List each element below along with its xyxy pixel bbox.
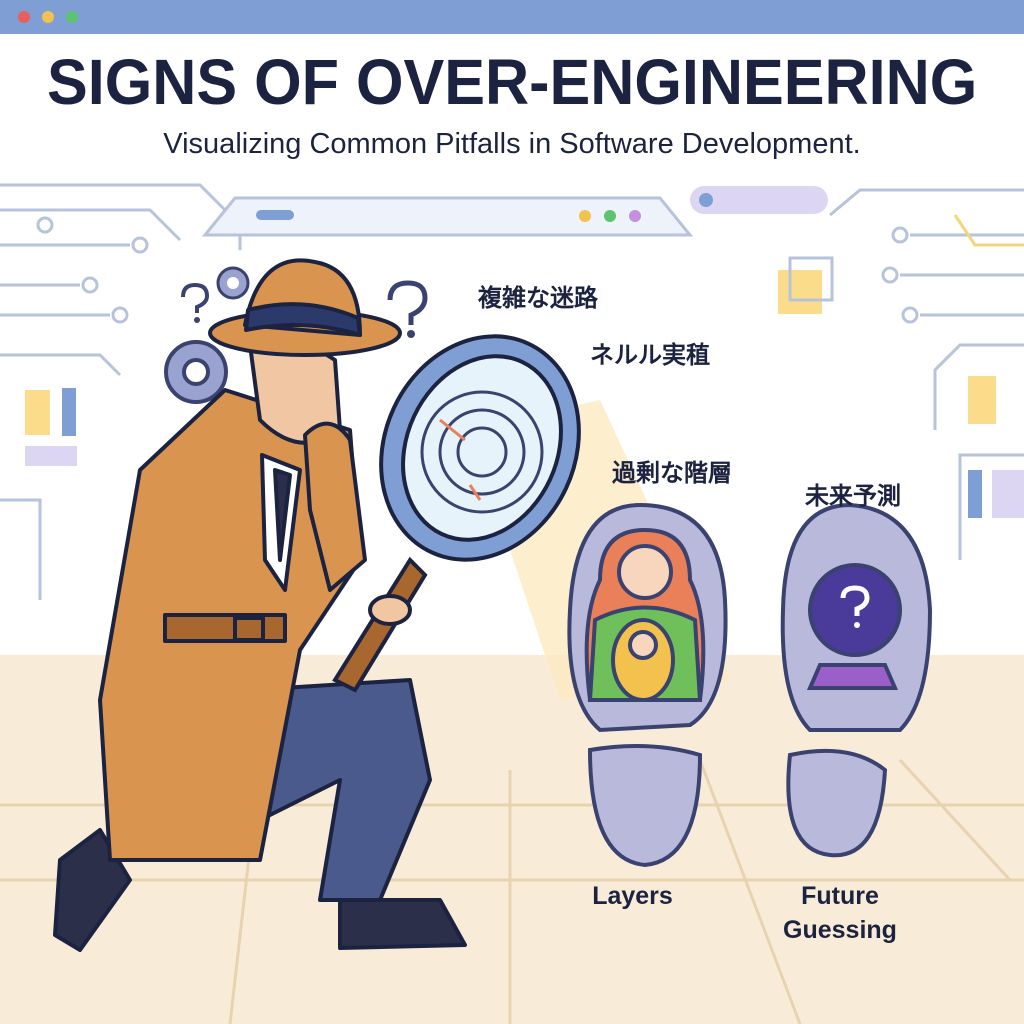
matryoshka-doll-icon <box>584 527 706 702</box>
question-mark-icon <box>387 280 428 338</box>
minimize-window-button[interactable] <box>42 11 54 23</box>
close-window-button[interactable] <box>18 11 30 23</box>
footprint-layers <box>567 502 728 868</box>
circuit-lines-left <box>0 183 242 600</box>
footprint-label-layers: Layers <box>592 882 673 910</box>
gear-icon <box>216 266 250 300</box>
label-null: ネルル実稙 <box>590 341 710 369</box>
question-mark-icon <box>181 282 210 323</box>
page-title: SIGNS OF OVER-ENGINEERING <box>46 46 978 118</box>
page-title-container: SIGNS OF OVER-ENGINEERING <box>0 44 1024 120</box>
footprint-label-future-guessing: Future Guessing <box>760 879 920 947</box>
magnifying-glass <box>332 334 581 693</box>
window-titlebar <box>0 0 1024 34</box>
label-future-prediction: 未来予測 <box>805 482 901 510</box>
footprint-label-line: Guessing <box>783 916 897 944</box>
footprint-label-line: Future <box>801 882 879 910</box>
label-excessive-layers: 過剰な階層 <box>612 459 732 487</box>
maximize-window-button[interactable] <box>66 11 78 23</box>
crystal-ball-icon <box>806 563 902 690</box>
footprint-future-guessing <box>780 502 933 858</box>
page-subtitle: Visualizing Common Pitfalls in Software … <box>163 128 861 160</box>
browser-bar-decoration <box>201 196 694 237</box>
label-complex-maze: 複雑な迷路 <box>478 284 598 312</box>
maze-icon <box>420 390 544 514</box>
gear-icon <box>164 340 228 404</box>
detective-figure <box>53 258 467 952</box>
